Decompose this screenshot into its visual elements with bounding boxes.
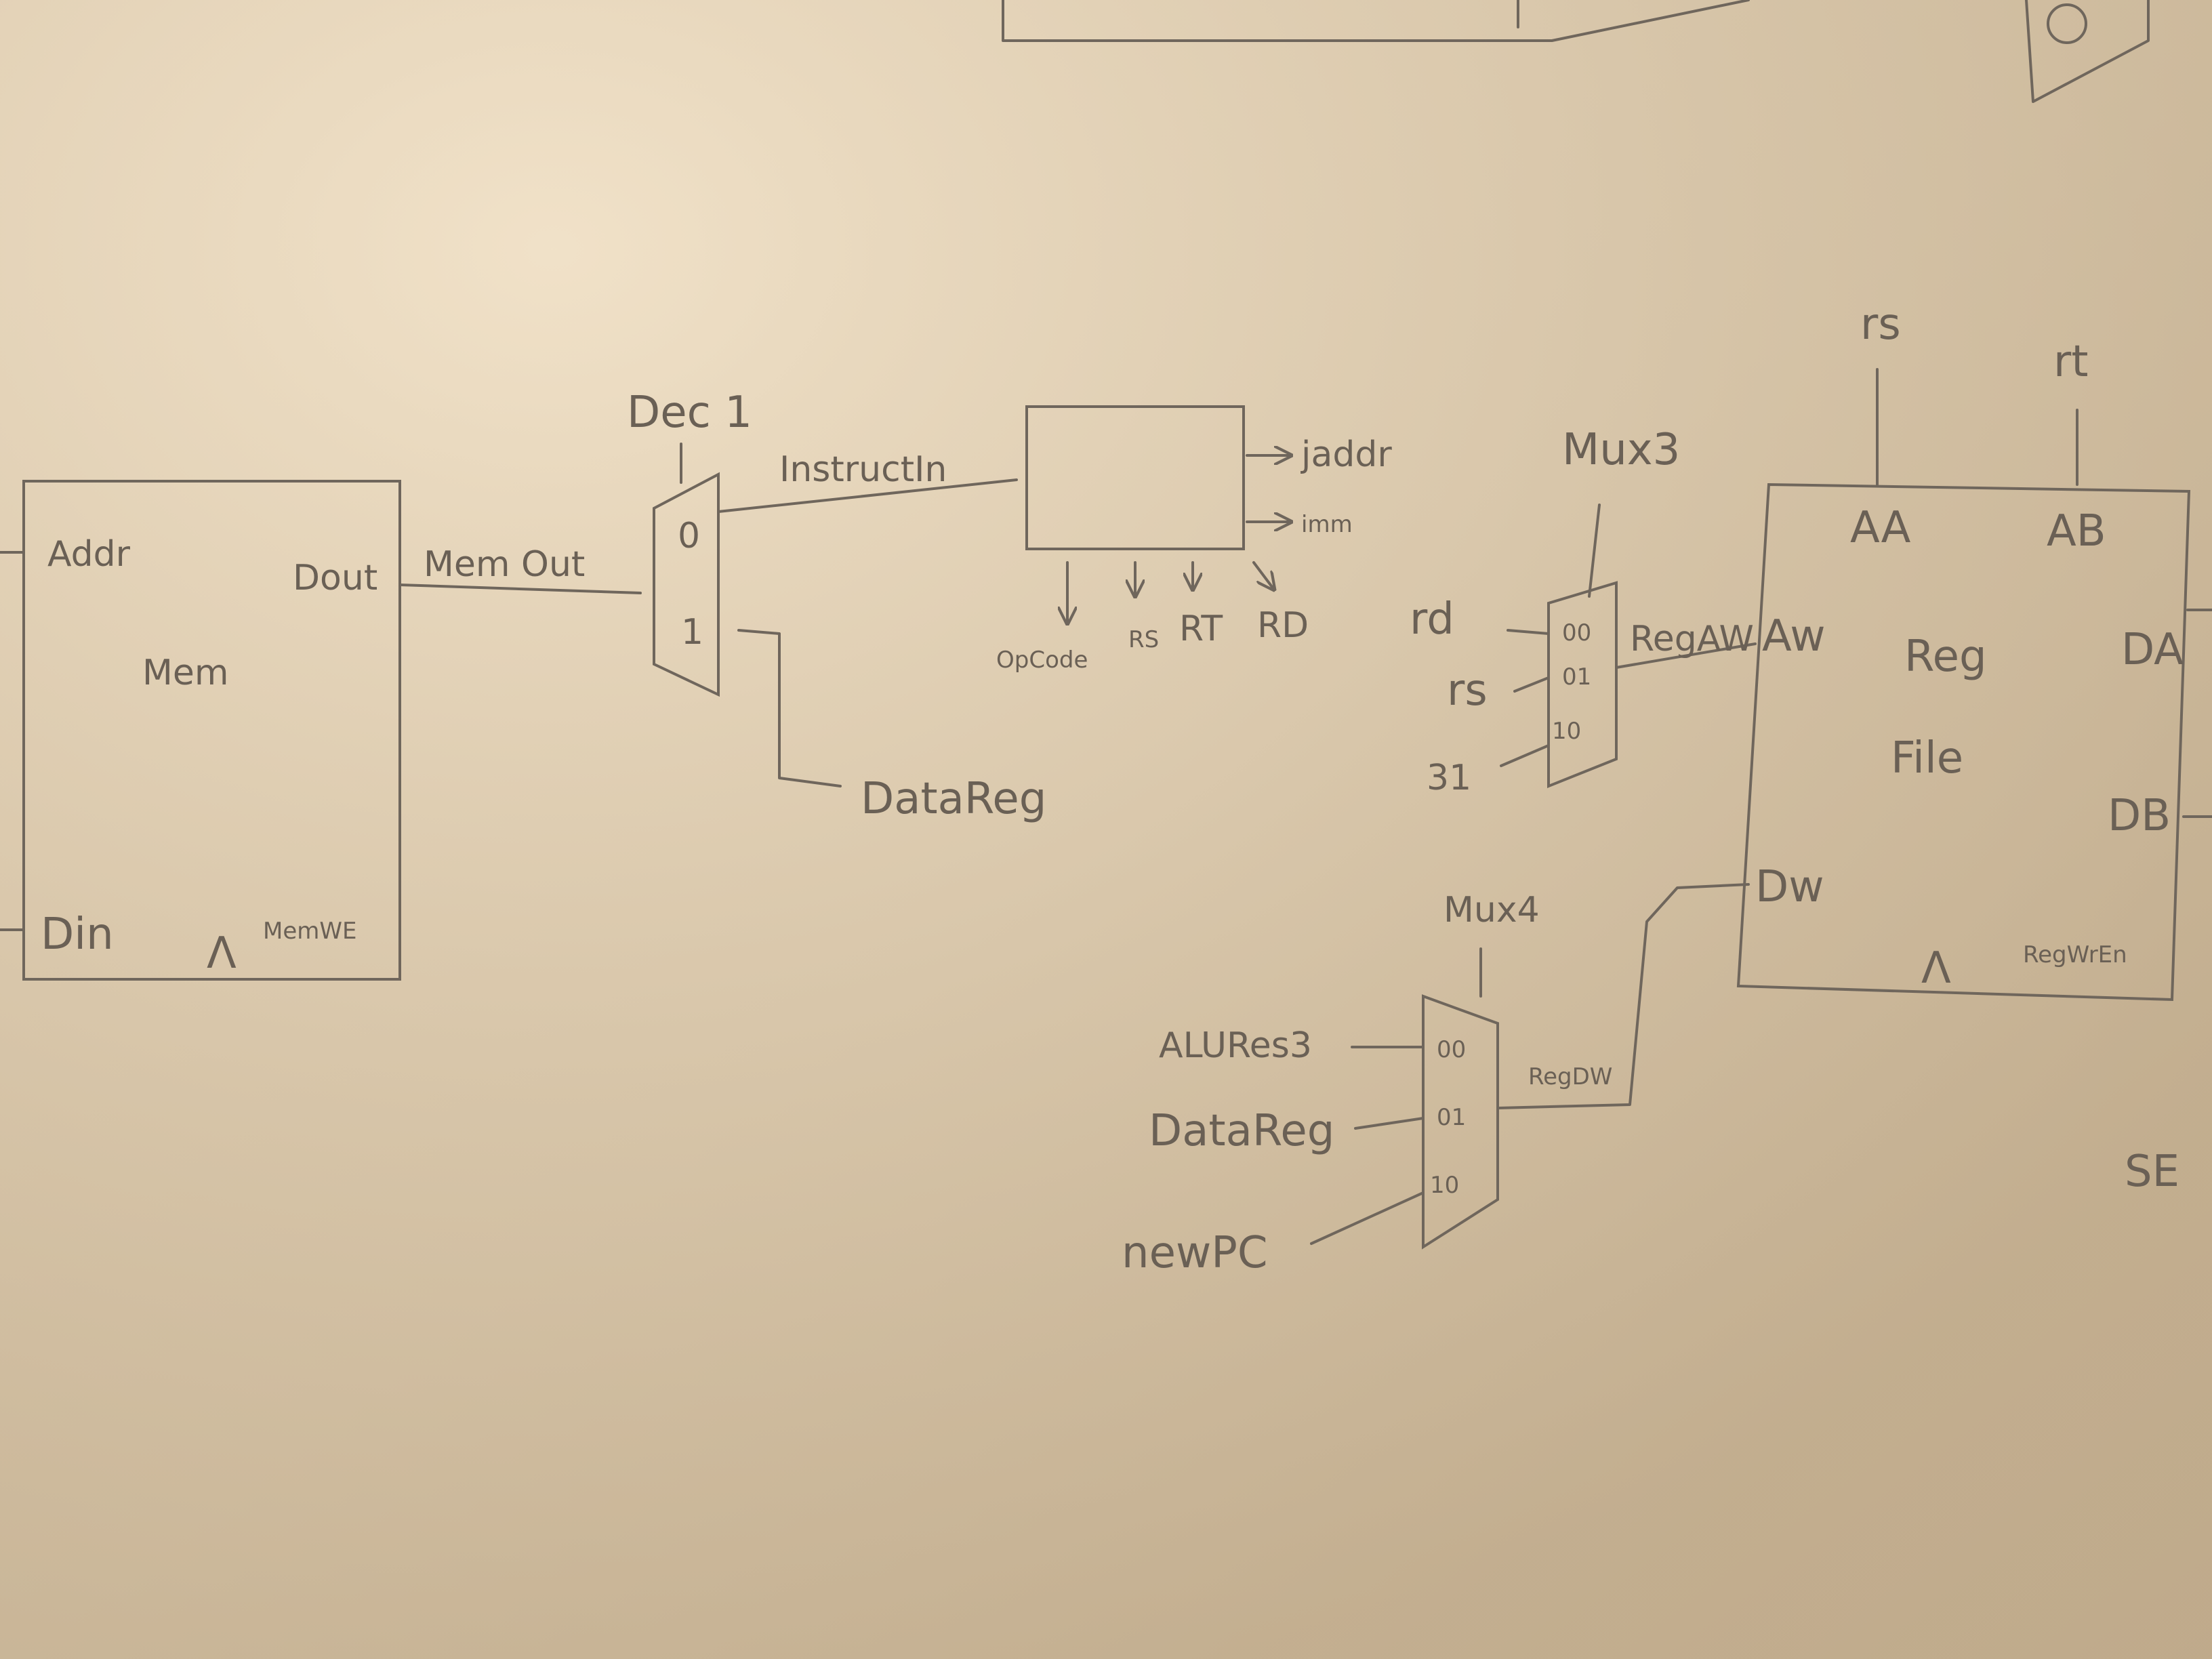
mux4-input-alures3: ALURes3	[1159, 1025, 1312, 1066]
regfile-aw-port: Aw	[1762, 611, 1826, 661]
memory-block: Addr Dout Mem Din Λ MemWE	[0, 480, 401, 981]
mux4-shape	[1422, 994, 1499, 1250]
mux3-input-rs: rs	[1447, 665, 1488, 716]
dec1-input-0: 0	[678, 516, 700, 556]
mux4-sel-00: 00	[1437, 1036, 1466, 1063]
regfile-input-rt: rt	[2053, 337, 2088, 387]
memory-we-port: MemWE	[263, 918, 356, 945]
decoder-imm-output: imm	[1301, 511, 1353, 538]
regfile-dw-port: Dw	[1755, 862, 1824, 912]
top-cutoff-sketch	[1002, 0, 2150, 103]
regfile-db-port: DB	[2108, 791, 2171, 841]
decoder-rt-output: RT	[1179, 609, 1223, 649]
regfile-box	[1736, 483, 2191, 1002]
mux3-sel-00: 00	[1562, 619, 1591, 647]
dec1-mux: Dec 1 0 1	[627, 388, 752, 697]
mux3-label: Mux3	[1562, 425, 1680, 475]
memory-clock-mark: Λ	[207, 928, 237, 979]
regfile-aa-port: AA	[1850, 503, 1911, 553]
mux3-shape	[1547, 581, 1618, 788]
memory-label: Mem	[142, 653, 229, 693]
dec1-input-1: 1	[681, 612, 703, 653]
decoder-rs-output: RS	[1128, 626, 1159, 653]
dec1-mux-shape	[653, 472, 720, 697]
regfile-ab-port: AB	[2047, 506, 2106, 556]
datareg-wire-label: DataReg	[861, 774, 1046, 824]
mux3: Mux3 rd rs 31 00 01 10	[1410, 425, 1680, 798]
memory-din-port: Din	[41, 909, 114, 960]
mux3-input-31: 31	[1427, 758, 1471, 798]
decoder-opcode-output: OpCode	[996, 647, 1088, 674]
mux3-sel-01: 01	[1562, 663, 1591, 691]
memory-box	[22, 480, 401, 981]
regaw-wire-label: RegAW	[1630, 619, 1754, 659]
mux4-input-datareg: DataReg	[1149, 1106, 1334, 1156]
mux3-sel-10: 10	[1552, 718, 1581, 745]
instruction-decoder: jaddr imm OpCode RS RT RD	[996, 405, 1392, 674]
register-file: rs rt AA AB Aw DA Reg File DB Dw Λ RegWr…	[1736, 300, 2212, 1002]
regfile-clock-mark: Λ	[1921, 943, 1951, 994]
regfile-wren-port: RegWrEn	[2023, 941, 2127, 968]
memout-wire-label: Mem Out	[424, 544, 585, 585]
decoder-box	[1025, 405, 1245, 550]
regfile-label-line1: Reg	[1904, 632, 1987, 682]
mux4-sel-10: 10	[1430, 1172, 1459, 1199]
mux4: Mux4 ALURes3 DataReg newPC 00 01 10	[1122, 890, 1540, 1278]
mux4-input-newpc: newPC	[1122, 1228, 1268, 1278]
mux4-label: Mux4	[1443, 890, 1540, 930]
memory-dout-port: Dout	[293, 558, 377, 598]
dec1-label: Dec 1	[627, 388, 752, 438]
memory-addr-port: Addr	[47, 534, 131, 575]
mux3-input-rd: rd	[1410, 594, 1454, 644]
regfile-da-port: DA	[2121, 625, 2184, 675]
mux4-sel-01: 01	[1437, 1104, 1466, 1131]
decoder-rd-output: RD	[1257, 605, 1309, 646]
regdw-wire-label: RegDW	[1528, 1063, 1612, 1090]
regfile-input-rs: rs	[1860, 300, 1901, 350]
instructin-wire-label: InstructIn	[779, 449, 947, 490]
regfile-label-line2: File	[1891, 733, 1963, 783]
decoder-jaddr-output: jaddr	[1300, 434, 1392, 475]
sign-extend-label: SE	[2125, 1147, 2179, 1197]
